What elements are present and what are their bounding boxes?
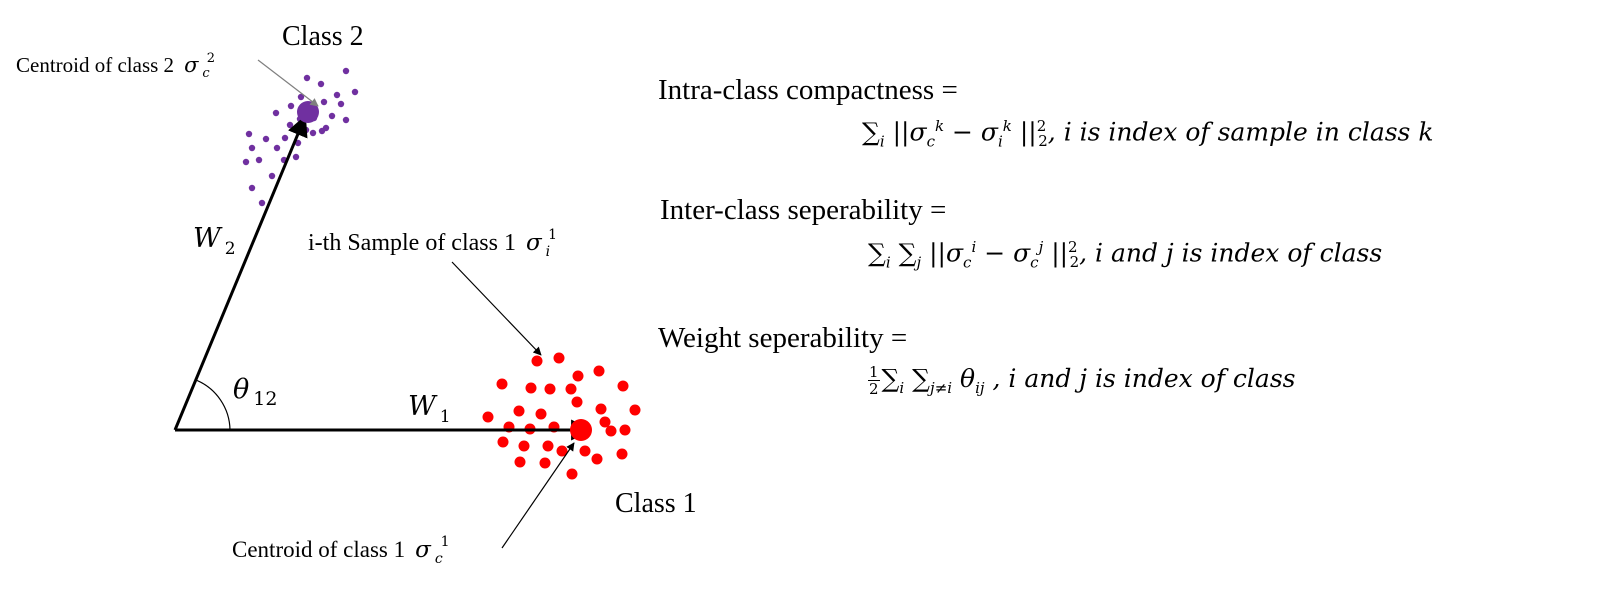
- class-2-sample-point: [273, 144, 281, 152]
- class-1-sample-point: [595, 403, 607, 415]
- class-2-sample-point: [351, 88, 359, 96]
- w1-label: W 1: [408, 391, 451, 427]
- class-1-sample-point: [565, 383, 577, 395]
- class-1-sample-point: [544, 383, 556, 395]
- class-1-sample-point: [514, 456, 526, 468]
- class-2-sample-point: [337, 100, 345, 108]
- class-1-sample-point: [593, 365, 605, 377]
- class-2-sample-point: [303, 74, 311, 82]
- class-1-sample-point: [599, 416, 611, 428]
- class-2-sample-point: [328, 112, 336, 120]
- sample-pointer: [451, 261, 542, 356]
- class-1-sample-point: [513, 405, 525, 417]
- class-2-sample-point: [333, 91, 341, 99]
- w2-label: W 2: [193, 223, 236, 259]
- class-2-sample-point: [272, 109, 280, 117]
- intra-class-label: Intra-class compactness =: [658, 74, 958, 106]
- centroid-1-pointer: [501, 442, 575, 549]
- class-2-sample-point: [317, 80, 325, 88]
- class-2-label: Class 2: [282, 21, 364, 52]
- class-1-sample-point: [531, 355, 543, 367]
- class-1-sample-point: [525, 382, 537, 394]
- centroid-1-caption: Centroid of class 1 σ c 1: [232, 534, 450, 567]
- intra-class-formula: ∑i ||σck − σik ||22, i is index of sampl…: [862, 117, 1434, 151]
- class-1-label: Class 1: [615, 488, 697, 519]
- class-1-sample-point: [518, 440, 530, 452]
- class-2-sample-point: [286, 121, 294, 129]
- class-2-sample-point: [258, 199, 266, 207]
- class-1-sample-point: [571, 396, 583, 408]
- class-2-sample-point: [320, 98, 328, 106]
- class-1-sample-point: [605, 425, 617, 437]
- inter-class-formula: ∑i ∑j ||σci − σcj ||22, i and j is index…: [868, 238, 1383, 272]
- w2-vector: [173, 115, 308, 431]
- class-1-sample-point: [553, 352, 565, 364]
- class-1-sample-point: [556, 445, 568, 457]
- centroid-2-caption: Centroid of class 2 σ c 2: [16, 51, 215, 81]
- class-2-sample-point: [302, 126, 310, 134]
- angle-arc: [195, 379, 231, 431]
- class-2-sample-point: [248, 144, 256, 152]
- class-2-sample-point: [297, 93, 305, 101]
- class-2-sample-point: [287, 102, 295, 110]
- class-1-sample-point: [539, 457, 551, 469]
- class-1-sample-point: [619, 424, 631, 436]
- class-2-samples: [242, 67, 359, 207]
- class-1-sample-point: [616, 448, 628, 460]
- class-1-sample-point: [591, 453, 603, 465]
- class-1-sample-point: [579, 445, 591, 457]
- class-2-sample-point: [242, 158, 250, 166]
- class-2-sample-point: [342, 116, 350, 124]
- class-2-sample-point: [342, 67, 350, 75]
- class-1-sample-point: [617, 380, 629, 392]
- class-1-sample-point: [496, 378, 508, 390]
- class-2-sample-point: [248, 184, 256, 192]
- class-1-centroid: [570, 419, 592, 441]
- class-1-sample-point: [482, 411, 494, 423]
- theta-label: θ 12: [233, 374, 277, 410]
- class-1-sample-point: [535, 408, 547, 420]
- sample-caption: i-th Sample of class 1 σ i 1: [308, 227, 557, 260]
- inter-class-label: Inter-class seperability =: [660, 194, 947, 226]
- weight-separability-label: Weight seperability =: [658, 322, 908, 354]
- class-1-sample-point: [566, 468, 578, 480]
- class-1-sample-point: [497, 436, 509, 448]
- class-2-sample-point: [322, 124, 330, 132]
- class-1-samples: [482, 352, 641, 480]
- class-2-sample-point: [292, 153, 300, 161]
- class-1-sample-point: [629, 404, 641, 416]
- class-1-sample-point: [542, 440, 554, 452]
- class-2-sample-point: [255, 156, 263, 164]
- class-1-sample-point: [572, 370, 584, 382]
- class-2-sample-point: [245, 130, 253, 138]
- class-2-sample-point: [309, 129, 317, 137]
- class-2-sample-point: [281, 134, 289, 142]
- class-2-sample-point: [262, 135, 270, 143]
- centroid-2-pointer: [257, 59, 319, 107]
- class-2-sample-point: [268, 172, 276, 180]
